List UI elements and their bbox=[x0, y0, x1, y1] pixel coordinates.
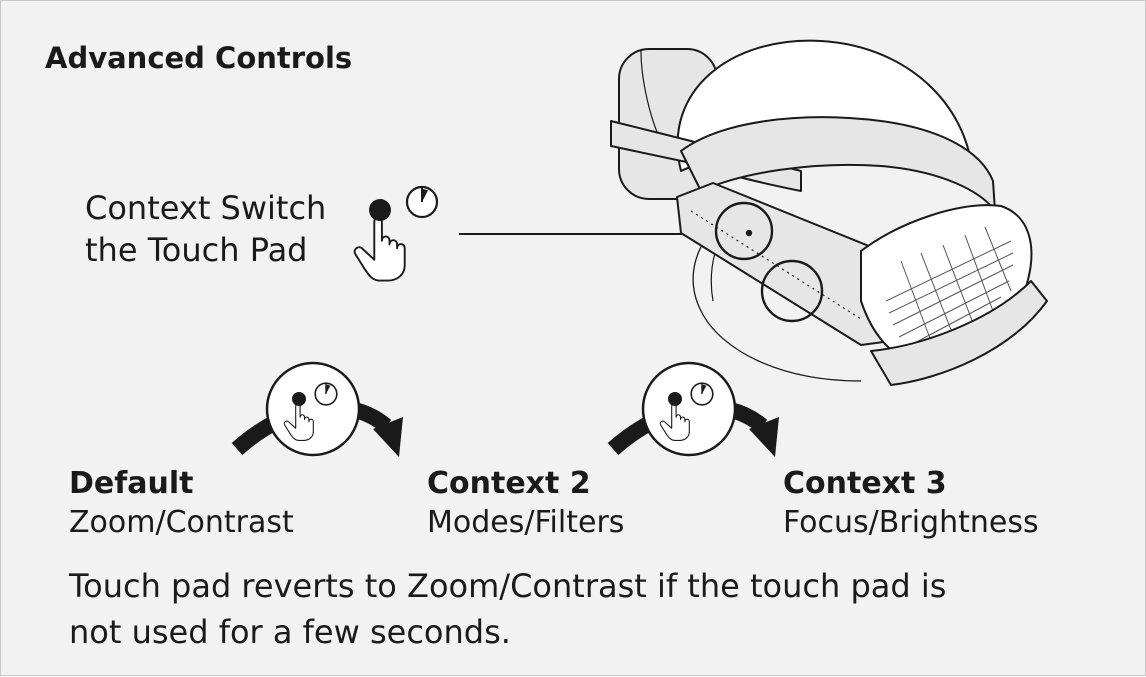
context-3: Context 3 Focus/Brightness bbox=[783, 465, 1039, 543]
context-description: Zoom/Contrast bbox=[69, 505, 294, 540]
page-title: Advanced Controls bbox=[45, 41, 353, 75]
headset-illustration bbox=[610, 39, 1048, 386]
press-and-hold-icon bbox=[353, 185, 439, 282]
context-name: Context 2 bbox=[427, 466, 591, 501]
context-switch-label: Context Switch the Touch Pad bbox=[85, 187, 326, 271]
context-default: Default Zoom/Contrast bbox=[69, 465, 294, 543]
context-name: Default bbox=[69, 466, 194, 501]
context-description: Modes/Filters bbox=[427, 505, 625, 540]
revert-note: Touch pad reverts to Zoom/Contrast if th… bbox=[69, 567, 947, 651]
context-name: Context 3 bbox=[783, 466, 947, 501]
context-switch-label-line2: the Touch Pad bbox=[85, 231, 308, 269]
context-switch-label-line1: Context Switch bbox=[85, 189, 327, 227]
context-switch-icon bbox=[641, 361, 737, 457]
context-switch-icon bbox=[265, 361, 361, 457]
context-2: Context 2 Modes/Filters bbox=[427, 465, 624, 543]
context-description: Focus/Brightness bbox=[783, 505, 1039, 540]
